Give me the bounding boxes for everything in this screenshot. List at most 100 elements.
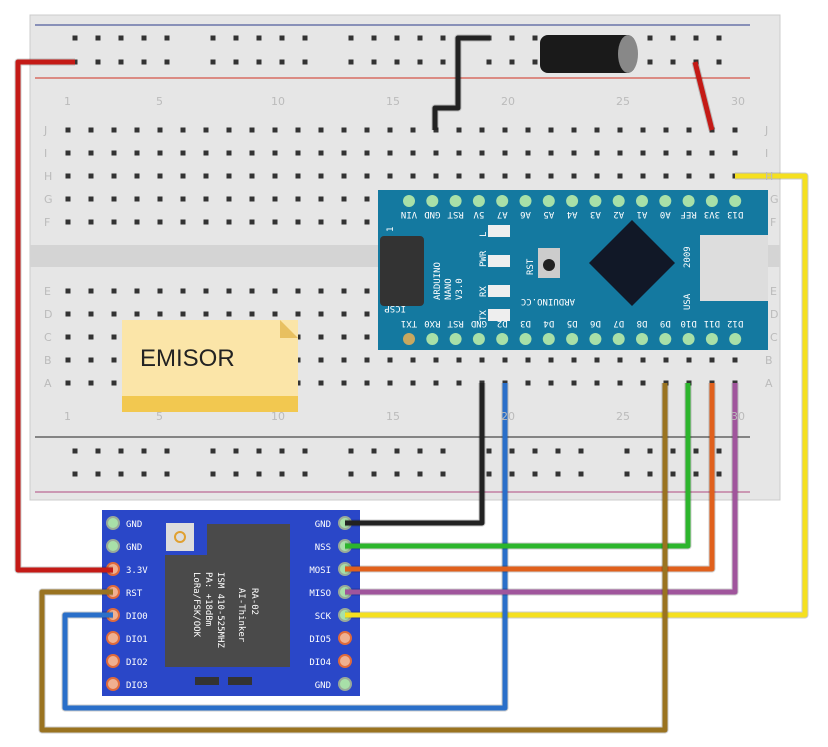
- arduino-pin[interactable]: [403, 333, 415, 345]
- breadboard-hole[interactable]: [88, 173, 94, 179]
- breadboard-hole[interactable]: [203, 173, 209, 179]
- breadboard-hole[interactable]: [525, 357, 531, 363]
- breadboard-hole[interactable]: [502, 357, 508, 363]
- breadboard-hole[interactable]: [157, 311, 163, 317]
- breadboard-hole[interactable]: [134, 288, 140, 294]
- breadboard-hole[interactable]: [502, 127, 508, 133]
- breadboard-hole[interactable]: [272, 219, 278, 225]
- green-wire[interactable]: [345, 383, 691, 549]
- rail-hole[interactable]: [532, 35, 538, 41]
- arduino-pin[interactable]: [472, 195, 485, 207]
- breadboard-hole[interactable]: [134, 311, 140, 317]
- breadboard-hole[interactable]: [410, 173, 416, 179]
- rail-hole[interactable]: [716, 59, 722, 65]
- breadboard-hole[interactable]: [433, 173, 439, 179]
- breadboard-hole[interactable]: [65, 380, 71, 386]
- rail-hole[interactable]: [256, 35, 262, 41]
- arduino-pin[interactable]: [729, 195, 742, 207]
- breadboard-hole[interactable]: [88, 196, 94, 202]
- breadboard-hole[interactable]: [111, 334, 117, 340]
- rail-hole[interactable]: [371, 35, 377, 41]
- rail-hole[interactable]: [624, 448, 630, 454]
- breadboard-hole[interactable]: [364, 288, 370, 294]
- rail-hole[interactable]: [394, 448, 400, 454]
- breadboard-hole[interactable]: [203, 127, 209, 133]
- breadboard-hole[interactable]: [548, 150, 554, 156]
- breadboard-hole[interactable]: [65, 173, 71, 179]
- breadboard-hole[interactable]: [249, 127, 255, 133]
- breadboard-hole[interactable]: [364, 380, 370, 386]
- breadboard-hole[interactable]: [249, 196, 255, 202]
- rail-hole[interactable]: [394, 59, 400, 65]
- breadboard-hole[interactable]: [341, 357, 347, 363]
- breadboard-hole[interactable]: [318, 173, 324, 179]
- arduino-pin[interactable]: [589, 333, 602, 345]
- breadboard-hole[interactable]: [479, 173, 485, 179]
- breadboard-hole[interactable]: [341, 334, 347, 340]
- breadboard-hole[interactable]: [640, 380, 646, 386]
- rail-hole[interactable]: [486, 59, 492, 65]
- breadboard-hole[interactable]: [341, 173, 347, 179]
- rail-hole[interactable]: [118, 35, 124, 41]
- rail-hole[interactable]: [693, 471, 699, 477]
- breadboard-hole[interactable]: [203, 196, 209, 202]
- breadboard-hole[interactable]: [594, 357, 600, 363]
- breadboard-hole[interactable]: [65, 288, 71, 294]
- rail-hole[interactable]: [95, 59, 101, 65]
- breadboard-hole[interactable]: [318, 357, 324, 363]
- arduino-pin[interactable]: [566, 195, 579, 207]
- purple-wire[interactable]: [345, 383, 738, 595]
- rail-hole[interactable]: [670, 59, 676, 65]
- rail-hole[interactable]: [371, 471, 377, 477]
- breadboard-hole[interactable]: [709, 357, 715, 363]
- breadboard-hole[interactable]: [387, 357, 393, 363]
- breadboard-hole[interactable]: [364, 219, 370, 225]
- breadboard-hole[interactable]: [157, 219, 163, 225]
- breadboard-hole[interactable]: [157, 127, 163, 133]
- breadboard-hole[interactable]: [157, 150, 163, 156]
- breadboard-hole[interactable]: [594, 173, 600, 179]
- breadboard-hole[interactable]: [364, 173, 370, 179]
- breadboard-hole[interactable]: [341, 150, 347, 156]
- rail-hole[interactable]: [509, 35, 515, 41]
- breadboard-hole[interactable]: [617, 127, 623, 133]
- breadboard-hole[interactable]: [180, 173, 186, 179]
- breadboard-hole[interactable]: [341, 311, 347, 317]
- rail-hole[interactable]: [440, 59, 446, 65]
- arduino-pin[interactable]: [636, 333, 648, 345]
- arduino-pin[interactable]: [426, 195, 439, 207]
- breadboard-hole[interactable]: [203, 311, 209, 317]
- breadboard-hole[interactable]: [272, 150, 278, 156]
- breadboard-hole[interactable]: [525, 173, 531, 179]
- breadboard-hole[interactable]: [157, 196, 163, 202]
- arduino-pin[interactable]: [612, 333, 625, 345]
- yellow-wire[interactable]: [345, 173, 808, 618]
- rail-hole[interactable]: [532, 59, 538, 65]
- module-pin[interactable]: [106, 677, 120, 691]
- breadboard-hole[interactable]: [134, 127, 140, 133]
- rail-hole[interactable]: [509, 59, 515, 65]
- blue-wire[interactable]: [62, 383, 508, 711]
- breadboard-hole[interactable]: [732, 357, 738, 363]
- breadboard-hole[interactable]: [272, 288, 278, 294]
- breadboard-hole[interactable]: [456, 127, 462, 133]
- breadboard-hole[interactable]: [410, 127, 416, 133]
- rail-hole[interactable]: [440, 35, 446, 41]
- breadboard-hole[interactable]: [272, 196, 278, 202]
- module-pin[interactable]: [106, 654, 120, 668]
- breadboard-hole[interactable]: [111, 173, 117, 179]
- rail-hole[interactable]: [210, 35, 216, 41]
- rail-hole[interactable]: [486, 448, 492, 454]
- rail-hole[interactable]: [647, 35, 653, 41]
- breadboard-hole[interactable]: [180, 127, 186, 133]
- rail-hole[interactable]: [716, 448, 722, 454]
- rail-hole[interactable]: [371, 448, 377, 454]
- rail-hole[interactable]: [256, 448, 262, 454]
- rail-hole[interactable]: [141, 35, 147, 41]
- orange-wire[interactable]: [345, 383, 715, 572]
- breadboard-hole[interactable]: [295, 219, 301, 225]
- breadboard-hole[interactable]: [571, 357, 577, 363]
- breadboard-hole[interactable]: [364, 150, 370, 156]
- rail-hole[interactable]: [348, 59, 354, 65]
- breadboard-hole[interactable]: [387, 127, 393, 133]
